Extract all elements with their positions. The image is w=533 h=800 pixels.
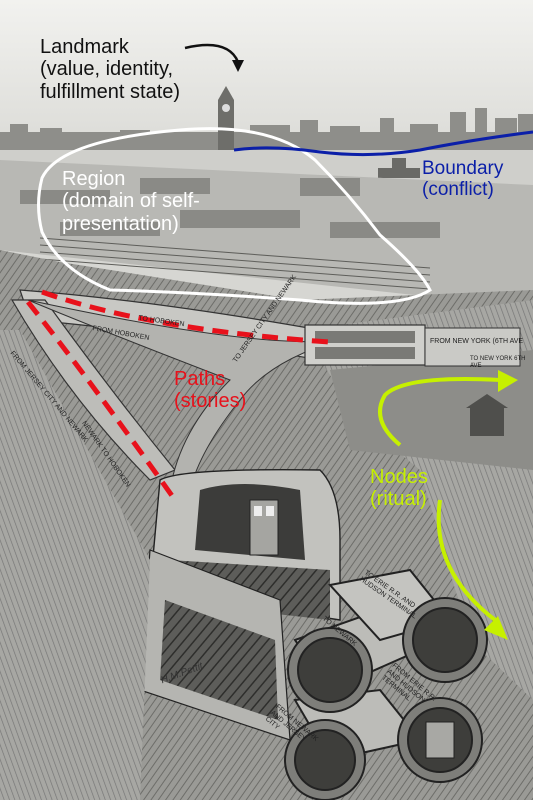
tunnel-label-to-new-york: TO NEW YORK 6TH AVE: [470, 356, 526, 369]
landmark-arrowhead: [232, 60, 244, 72]
waterfront: [0, 160, 533, 300]
boundary-label: Boundary: [422, 158, 504, 179]
boundary-annotation: Boundary (conflict): [422, 158, 503, 201]
region-sublabel-2: presentation): [62, 212, 179, 235]
nodes-annotation: Nodes (ritual): [370, 466, 428, 511]
tunnel-newark: [27, 299, 341, 491]
region-outline: [37, 127, 432, 305]
pit-building: [466, 394, 508, 436]
nodes-arrowhead-top: [498, 370, 518, 392]
portal-box-right: [424, 327, 521, 367]
nodes-arrowhead-bottom: [484, 616, 508, 640]
nodes-sublabel: (ritual): [370, 488, 427, 511]
nodes-label: Nodes: [370, 466, 428, 488]
ferry-boat: [378, 158, 420, 178]
paths-sublabel: (stories): [174, 390, 247, 413]
boundary-line: [233, 130, 533, 157]
paths-annotation: Paths (stories): [174, 368, 246, 413]
region-sublabel-1: (domain of self-: [62, 190, 200, 213]
boundary-sublabel: (conflict): [422, 179, 494, 201]
nodes-arrows: [378, 377, 501, 622]
clock-tower: [218, 86, 234, 152]
left-bank: [0, 330, 150, 800]
tube-tunnels: [284, 568, 488, 800]
tunnel-label-from-new-york: FROM NEW YORK (6TH AVE: [430, 338, 524, 345]
landmark-annotation: Landmark (value, identity, fulfillment s…: [40, 36, 180, 103]
paths-dashes: [26, 289, 331, 502]
region-annotation: Region (domain of self- presentation): [62, 168, 200, 235]
landmark-label: Landmark: [40, 36, 129, 58]
landmark-arrow: [184, 43, 240, 63]
region-label: Region: [62, 168, 126, 190]
landmark-sublabel-1: (value, identity,: [40, 58, 174, 81]
paths-label: Paths: [174, 368, 226, 390]
rail-yard-tracks: [39, 237, 431, 290]
landmark-sublabel-2: fulfillment state): [40, 80, 181, 103]
